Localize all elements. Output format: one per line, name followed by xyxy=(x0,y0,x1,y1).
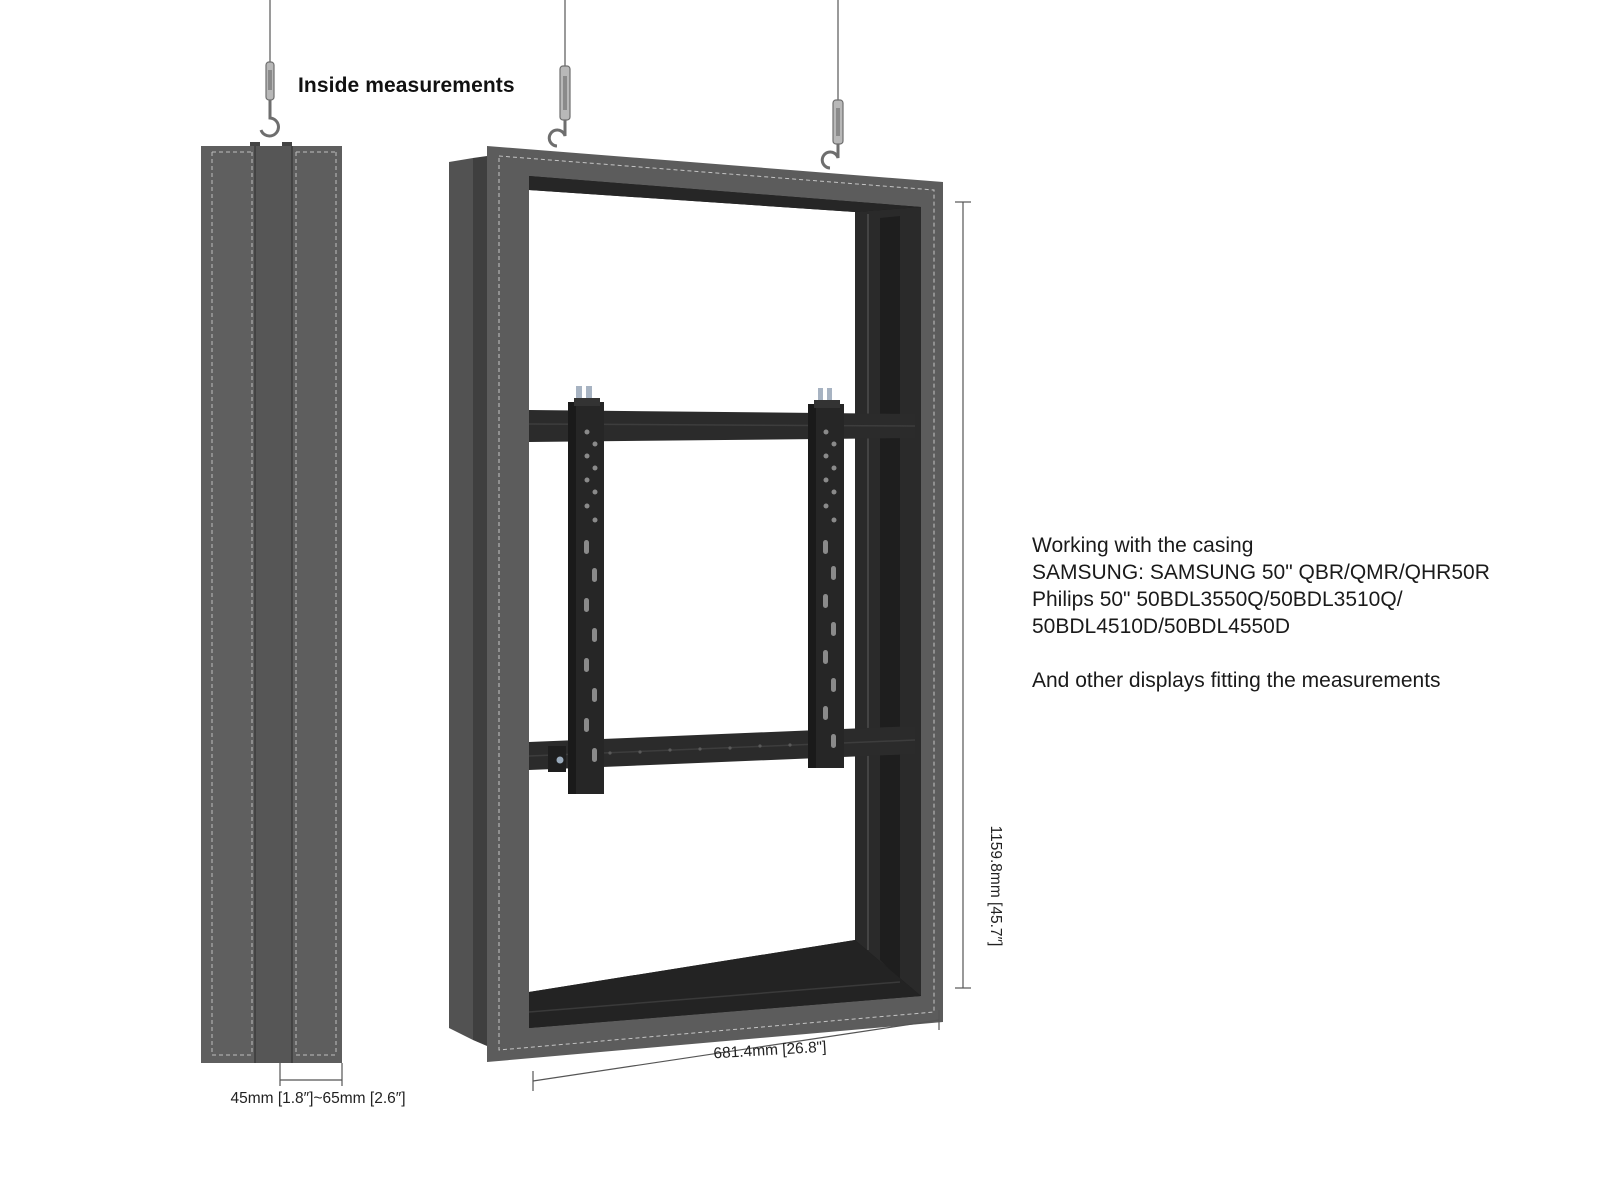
info-line-casing: Working with the casing xyxy=(1032,534,1254,557)
compatibility-info: Working with the casing SAMSUNG: SAMSUNG… xyxy=(1032,532,1572,694)
frame-opening xyxy=(529,190,855,992)
height-dimension-label: 1159.8mm [45.7″] xyxy=(987,825,1004,947)
side-view xyxy=(201,0,343,1086)
front-hook-right-icon xyxy=(820,144,840,170)
info-line-samsung: SAMSUNG: SAMSUNG 50" QBR/QMR/QHR50R xyxy=(1032,561,1490,584)
right-bracket xyxy=(808,388,844,768)
depth-dimension-label: 45mm [1.8″]~65mm [2.6″] xyxy=(230,1090,406,1107)
side-clip xyxy=(250,142,260,148)
info-line-philips: Philips 50" 50BDL3550Q/50BDL3510Q/ xyxy=(1032,588,1403,611)
side-clip xyxy=(282,142,292,148)
height-dimension-line xyxy=(955,201,971,989)
front-hook-left-icon xyxy=(547,120,567,148)
inside-measurements-heading: Inside measurements xyxy=(298,74,515,97)
info-line-philips-models: 50BDL4510D/50BDL4550D xyxy=(1032,615,1291,638)
side-hook-icon xyxy=(259,100,280,138)
info-line-other-displays: And other displays fitting the measureme… xyxy=(1032,669,1441,692)
front-view xyxy=(449,0,971,1091)
frame-side-panel xyxy=(449,158,473,1040)
left-bracket xyxy=(568,386,604,794)
width-dimension-line xyxy=(532,1010,940,1091)
